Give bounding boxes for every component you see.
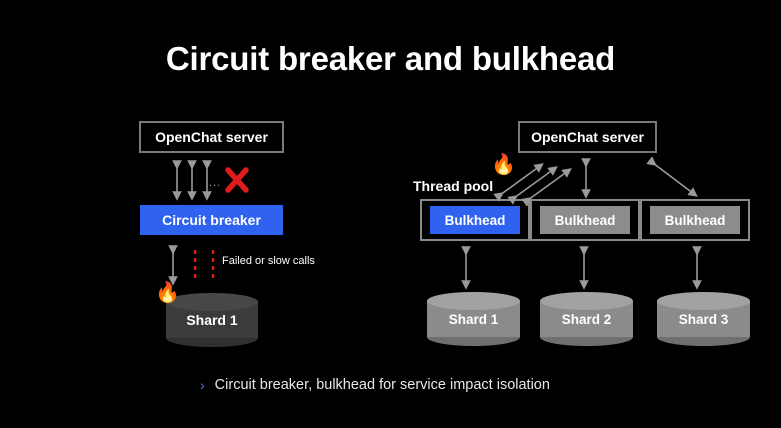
right-shard-2-cylinder: Shard 2 (540, 292, 633, 346)
bulkhead-to-shard-arrows (461, 246, 702, 290)
left-shard-1-cylinder: Shard 1 (166, 293, 258, 347)
page-title: Circuit breaker and bulkhead (165, 40, 616, 77)
right-shard-2-label: Shard 2 (561, 311, 612, 327)
bulkhead-label-1: Bulkhead (444, 212, 506, 228)
failed-or-slow-calls-label: Failed or slow calls (222, 255, 315, 267)
thread-pool-container-2 (530, 199, 640, 241)
left-shard-1-label: Shard 1 (186, 312, 238, 328)
footer-bullet-row: › Circuit breaker, bulkhead for service … (200, 377, 550, 393)
left-call-arrows (172, 160, 212, 201)
thread-pool-container-1 (420, 199, 530, 241)
thread-pool-container-3 (640, 199, 750, 241)
left-call-ellipsis: ... (209, 177, 222, 189)
right-shard-3-cylinder: Shard 3 (657, 292, 750, 346)
left-openchat-server-box: OpenChat server (139, 121, 284, 153)
cylinder-top (657, 292, 750, 310)
left-openchat-server-label: OpenChat server (155, 129, 268, 145)
failed-call-arrows (193, 250, 215, 281)
right-shard-1-cylinder: Shard 1 (427, 292, 520, 346)
bulkhead-box-2: Bulkhead (540, 206, 630, 234)
right-shard-1-label: Shard 1 (448, 311, 499, 327)
bulkhead-label-3: Bulkhead (664, 212, 726, 228)
bulkhead-box-1: Bulkhead (430, 206, 520, 234)
circuit-breaker-box: Circuit breaker (140, 205, 283, 235)
footer-bullet-text: Circuit breaker, bulkhead for service im… (214, 377, 550, 393)
cylinder-top (166, 293, 258, 311)
cylinder-top (427, 292, 520, 310)
server-to-bulkhead-3-arrow (646, 156, 698, 197)
bulkhead-label-2: Bulkhead (554, 212, 616, 228)
thread-pool-label: Thread pool (413, 178, 494, 194)
chevron-right-icon: › (200, 377, 205, 393)
fire-icon-left-shard: 🔥 (155, 282, 180, 304)
cylinder-top (540, 292, 633, 310)
right-openchat-server-label: OpenChat server (531, 129, 644, 145)
circuit-breaker-label: Circuit breaker (162, 212, 261, 228)
right-openchat-server-box: OpenChat server (518, 121, 657, 153)
fire-icon-thread-pool: 🔥 (491, 154, 516, 176)
right-shard-3-label: Shard 3 (678, 311, 729, 327)
bulkhead-box-3: Bulkhead (650, 206, 740, 234)
blocked-call-x-icon (225, 167, 249, 193)
